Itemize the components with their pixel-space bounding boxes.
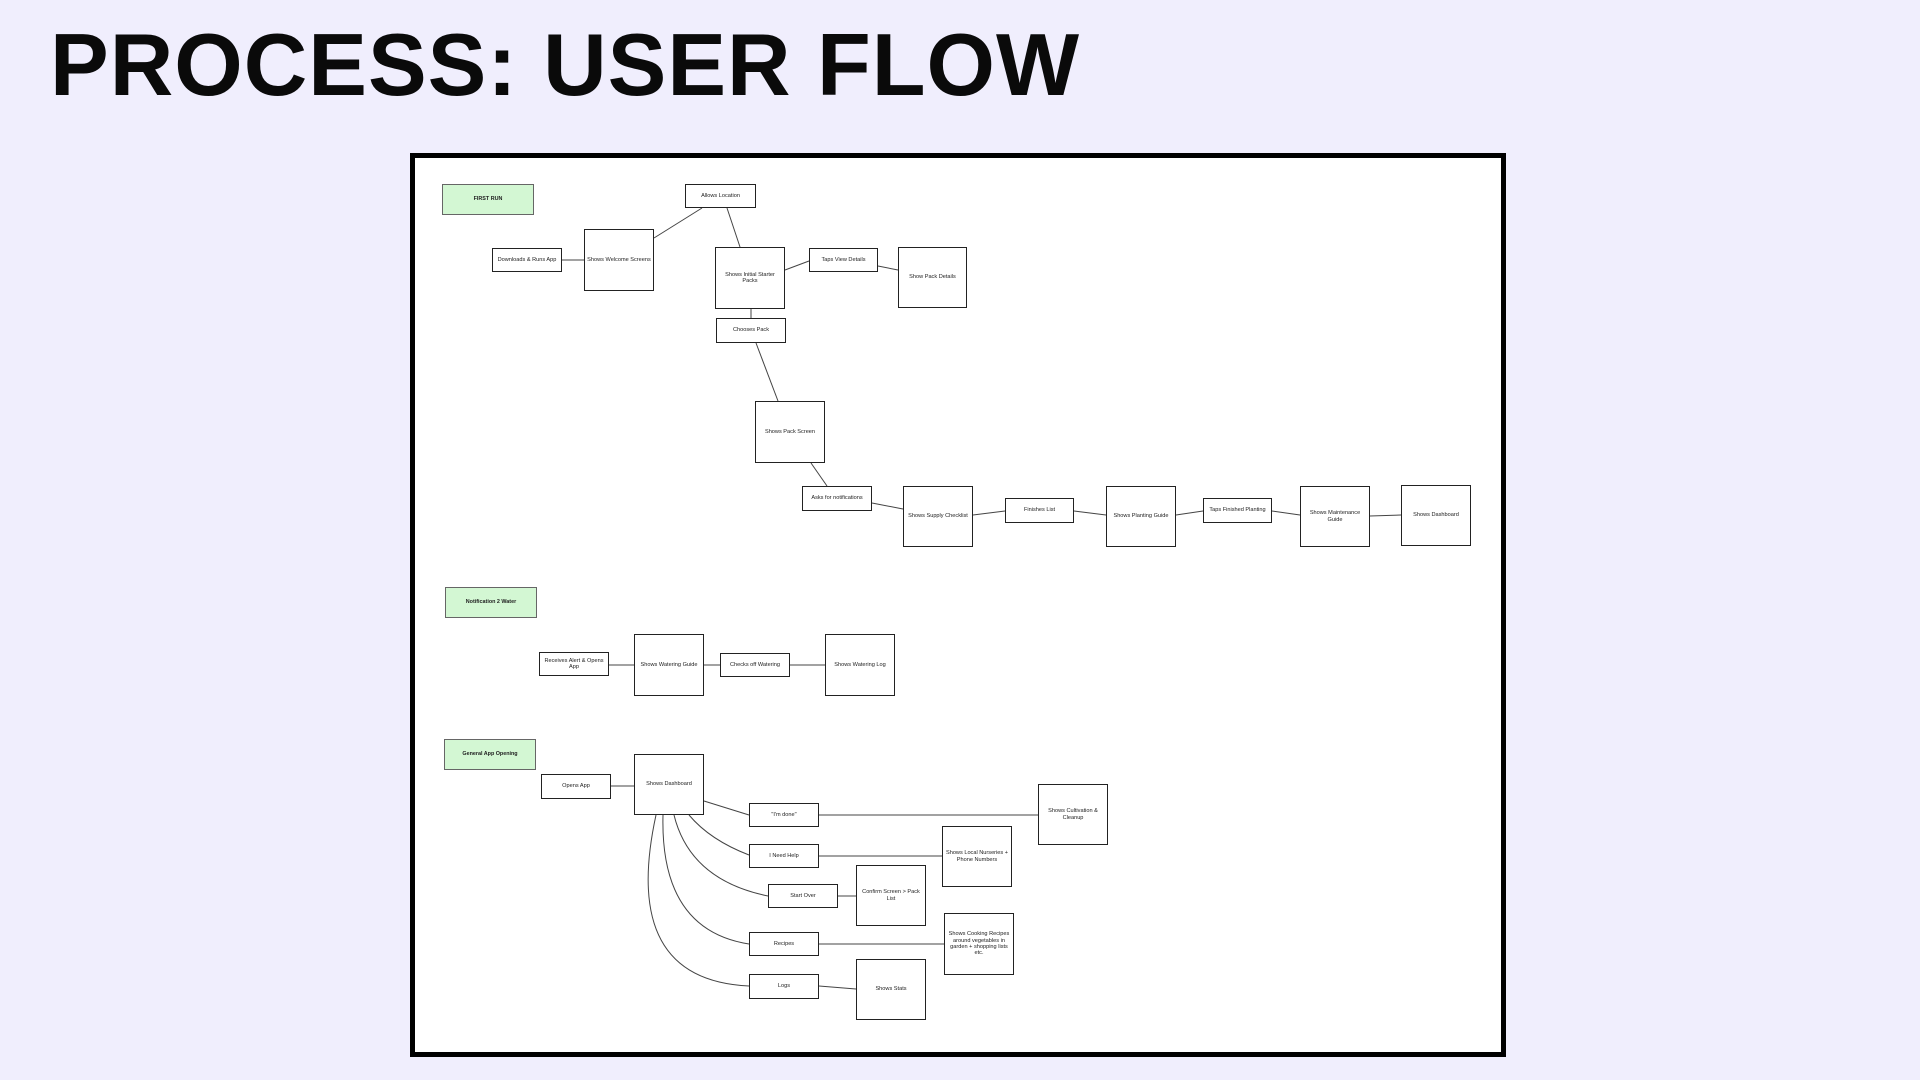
section-general-app-opening: General App Opening [444,739,536,770]
connector-starter-to-view-details [784,260,810,271]
node-shows-maintenance-guide: Shows Maintenance Guide [1300,486,1370,547]
connector-taps-finished-to-maintenance [1271,510,1301,516]
node-shows-dashboard: Shows Dashboard [634,754,704,815]
node-asks-for-notifications: Asks for notifications [802,486,872,511]
connector-pack-screen-to-notifications [810,462,828,487]
node-receives-alert-opens-app: Receives Alert & Opens App [539,652,609,676]
connector-logs-to-stats [818,985,857,990]
node-shows-local-nurseries: Shows Local Nurseries + Phone Numbers [942,826,1012,887]
node-shows-initial-starter-packs: Shows Initial Starter Packs [715,247,785,309]
connector-supply-to-finishes-list [972,510,1006,516]
section-notification-water: Notification 2 Water [445,587,537,618]
node-shows-dashboard-first-run: Shows Dashboard [1401,485,1471,546]
node-shows-pack-screen: Shows Pack Screen [755,401,825,463]
connector-welcome-to-location [653,207,703,239]
node-downloads-runs-app: Downloads & Runs App [492,248,562,272]
connector-dashboard-to-recipes [662,814,750,945]
connector-planting-to-taps-finished [1175,510,1204,516]
node-shows-supply-checklist: Shows Supply Checklist [903,486,973,547]
node-allows-location: Allows Location [685,184,756,208]
connector-finishes-list-to-planting [1073,510,1107,516]
node-shows-stats: Shows Stats [856,959,926,1020]
connector-dashboard-to-im-done [703,800,750,816]
node-checks-off-watering: Checks off Watering [720,653,790,677]
page-title: PROCESS: USER FLOW [50,15,1081,114]
node-taps-finished-planting: Taps Finished Planting [1203,498,1272,523]
node-im-done: "I'm done" [749,803,819,827]
node-opens-app: Opens App [541,774,611,799]
connector-dashboard-to-need-help [688,814,750,856]
node-chooses-pack: Chooses Pack [716,318,786,343]
node-confirm-screen-pack-list: Confirm Screen > Pack List [856,865,926,926]
node-i-need-help: I Need Help [749,844,819,868]
node-shows-watering-guide: Shows Watering Guide [634,634,704,696]
node-shows-cooking-recipes: Shows Cooking Recipes around vegetables … [944,913,1014,975]
connector-dashboard-to-logs [647,814,750,987]
node-shows-welcome-screens: Shows Welcome Screens [584,229,654,291]
node-show-pack-details: Show Pack Details [898,247,967,308]
connector-chooses-pack-to-pack-screen [755,342,779,402]
node-finishes-list: Finishes List [1005,498,1074,523]
node-shows-watering-log: Shows Watering Log [825,634,895,696]
section-first-run: FIRST RUN [442,184,534,215]
node-logs: Logs [749,974,819,999]
node-recipes: Recipes [749,932,819,956]
connector-location-to-starter-packs [726,207,741,248]
node-shows-planting-guide: Shows Planting Guide [1106,486,1176,547]
node-shows-cultivation-cleanup: Shows Cultivation & Cleanup [1038,784,1108,845]
node-start-over: Start Over [768,884,838,908]
connector-maintenance-to-dashboard [1369,514,1402,517]
connector-notifications-to-supply [871,502,904,510]
node-taps-view-details: Taps View Details [809,248,878,272]
connector-view-details-to-pack-details [877,265,899,271]
connector-dashboard-to-start-over [673,814,769,897]
